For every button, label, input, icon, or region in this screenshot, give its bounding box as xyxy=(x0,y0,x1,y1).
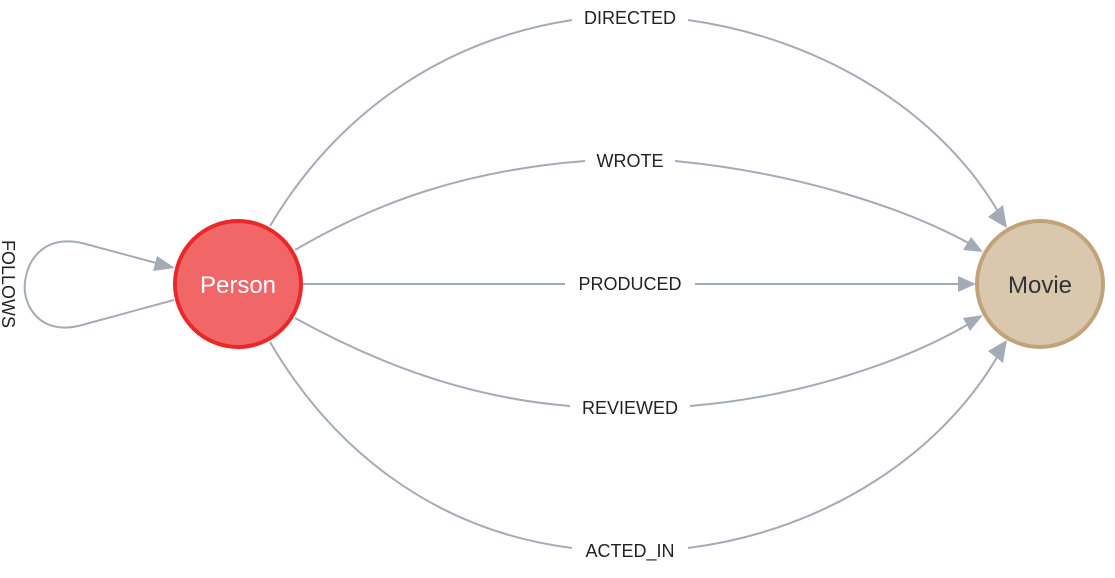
edge-reviewed[interactable]: REVIEWED xyxy=(294,315,983,418)
edge-produced[interactable]: PRODUCED xyxy=(302,274,976,294)
edge-follows-line xyxy=(23,240,175,329)
edge-wrote[interactable]: WROTE xyxy=(294,151,983,252)
edge-label-produced: PRODUCED xyxy=(578,274,681,294)
node-movie-label: Movie xyxy=(1008,272,1072,299)
edge-reviewed-line xyxy=(689,321,973,407)
node-person-circle xyxy=(173,219,303,349)
arrowhead-icon xyxy=(963,315,983,331)
node-person-label: Person xyxy=(200,272,276,299)
node-person[interactable]: Person xyxy=(173,219,303,349)
edge-label-wrote: WROTE xyxy=(597,151,664,171)
edge-label-acted-in: ACTED_IN xyxy=(585,541,674,562)
arrowhead-icon xyxy=(988,205,1007,228)
edge-directed-line xyxy=(687,19,1001,216)
edge-follows[interactable]: FOLLOWS xyxy=(0,240,175,329)
edge-wrote-line xyxy=(674,160,973,246)
arrowhead-icon xyxy=(963,237,983,252)
edge-acted-in-line xyxy=(269,341,573,549)
edge-acted-in[interactable]: ACTED_IN xyxy=(269,340,1007,562)
edge-acted-in-line xyxy=(687,351,1001,549)
arrowhead-icon xyxy=(958,276,976,292)
edge-directed[interactable]: DIRECTED xyxy=(269,8,1007,228)
edge-label-reviewed: REVIEWED xyxy=(582,398,678,418)
node-movie[interactable]: Movie xyxy=(975,219,1105,349)
edge-directed-line xyxy=(269,19,573,227)
edge-label-directed: DIRECTED xyxy=(584,8,676,28)
edge-wrote-line xyxy=(294,160,586,251)
arrowhead-icon xyxy=(153,256,175,271)
edge-label-follows: FOLLOWS xyxy=(0,240,18,328)
node-movie-circle xyxy=(975,219,1105,349)
arrowhead-icon xyxy=(988,340,1007,363)
edge-reviewed-line xyxy=(294,317,571,407)
